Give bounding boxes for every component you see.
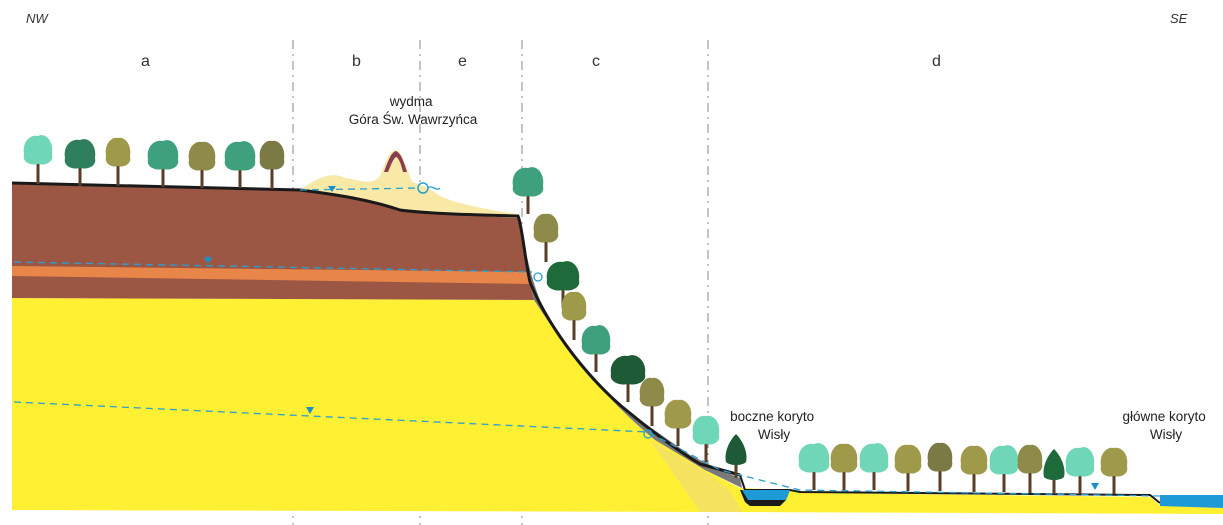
zone-label-d: d [932, 53, 941, 70]
annotation-main-channel: główne koryto Wisły [1122, 409, 1209, 442]
tree-icon [639, 377, 665, 426]
spring-symbol-middle [533, 272, 543, 282]
water-level-marker-3 [306, 407, 314, 414]
water-tables [13, 182, 1161, 497]
tree-icon [561, 291, 587, 340]
water-level-marker-4 [1091, 483, 1099, 490]
annotation-side-channel: boczne koryto Wisły [730, 409, 818, 442]
annotation-side-channel-line-2: Wisły [758, 427, 790, 442]
tree-icon [147, 140, 179, 187]
dune-sand [300, 150, 518, 218]
sand-shadow [650, 440, 742, 512]
annotation-main-channel-line-2: Wisły [1150, 427, 1182, 442]
tree-icon [1017, 444, 1043, 493]
spring-symbol-lower [643, 429, 653, 439]
tree-icon [610, 355, 646, 402]
tree-icon [692, 415, 720, 462]
tree-icon [1065, 447, 1095, 494]
water-level-marker-2 [204, 257, 212, 264]
sand-layer [12, 298, 1223, 514]
direction-nw: NW [26, 11, 49, 26]
tree-icon [581, 325, 611, 372]
direction-se: SE [1170, 11, 1188, 26]
tree-icon [23, 135, 53, 184]
zone-label-a: a [141, 53, 150, 70]
water-table-lower [13, 401, 1161, 497]
side-channel-water [742, 490, 790, 500]
tree-icon [989, 445, 1019, 492]
main-channel-water [1160, 495, 1223, 508]
zone-label-e: e [458, 53, 467, 70]
tree-icon [1100, 447, 1128, 494]
annotation-dune-line-2: Góra Św. Wawrzyńca [349, 112, 478, 127]
tree-icon [188, 141, 216, 188]
ground-surface-line [11, 181, 741, 477]
water-level-marker-1 [328, 186, 336, 192]
tree-icon [533, 213, 559, 262]
tree-icon [798, 443, 830, 490]
zone-label-c: c [592, 53, 600, 70]
tree-icon [512, 167, 544, 214]
tree-icon [259, 140, 285, 189]
trees [23, 135, 1128, 494]
spring-flow-upper [427, 186, 441, 190]
annotation-dune: wydma Góra Św. Wawrzyńca [349, 94, 478, 127]
tree-icon [894, 444, 922, 491]
annotation-side-channel-line-1: boczne koryto [730, 409, 814, 424]
tree-icon [927, 442, 953, 491]
tree-icon [224, 141, 256, 188]
zone-label-b: b [352, 53, 361, 70]
water-table-middle [13, 261, 533, 273]
tree-icon [105, 137, 131, 186]
tree-icon [664, 399, 692, 446]
water-table-upper [299, 187, 421, 191]
tree-icon [830, 443, 858, 490]
annotation-dune-line-1: wydma [389, 94, 433, 109]
tree-icon [859, 443, 889, 490]
floodplain-surface-line [739, 474, 1161, 504]
tree-icon [960, 445, 988, 492]
tree-icon [546, 261, 580, 308]
tree-icon [725, 434, 747, 478]
tree-icon [1043, 449, 1065, 493]
orange-sublayer [12, 266, 531, 284]
dune-crest [384, 151, 407, 172]
tree-icon [64, 139, 96, 186]
annotation-main-channel-line-1: główne koryto [1122, 409, 1205, 424]
